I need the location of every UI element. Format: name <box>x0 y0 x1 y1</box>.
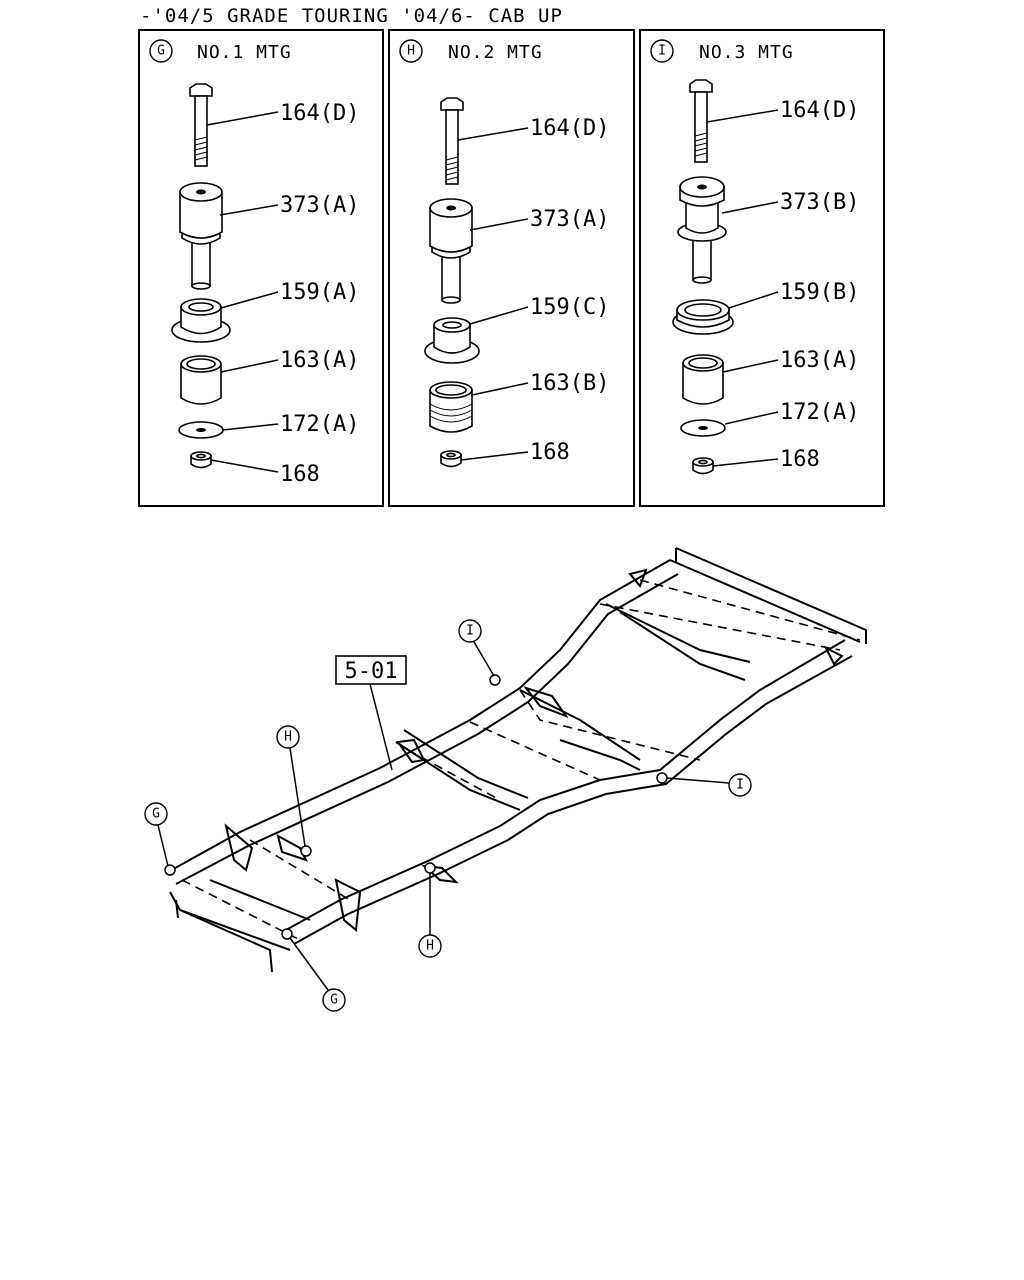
svg-text:G: G <box>157 44 165 59</box>
panel-no2-mtg: H NO.2 MTG 164(D) 373(A) 159(C) <box>388 29 635 507</box>
svg-text:H: H <box>426 939 434 954</box>
upper-cushion-icon <box>179 182 223 290</box>
washer-icon <box>680 419 726 437</box>
svg-text:H: H <box>407 44 415 59</box>
bolt-icon <box>189 83 213 167</box>
svg-text:5-01: 5-01 <box>345 659 398 684</box>
nut-icon <box>692 457 714 475</box>
part-label: 164(D) <box>530 116 609 141</box>
nut-icon <box>190 451 212 469</box>
lower-cushion-icon <box>171 298 231 343</box>
part-label: 172(A) <box>280 412 359 437</box>
callout-h-icon: H <box>418 934 442 958</box>
panel-title: NO.3 MTG <box>699 42 794 63</box>
bolt-icon <box>689 79 713 163</box>
lower-cushion-icon <box>424 317 480 364</box>
washer-icon <box>178 421 224 439</box>
reference-box[interactable]: 5-01 <box>335 655 407 685</box>
panel-no3-mtg: I NO.3 MTG 164(D) 373(B) 159(B) <box>639 29 885 507</box>
svg-text:I: I <box>658 44 666 59</box>
part-label: 159(C) <box>530 295 609 320</box>
bolt-icon <box>440 97 464 185</box>
svg-text:G: G <box>152 807 160 822</box>
part-label: 164(D) <box>280 101 359 126</box>
callout-g-icon: G <box>144 802 168 826</box>
ribbed-spacer-icon <box>429 381 473 433</box>
callout-h-icon: H <box>276 725 300 749</box>
svg-text:H: H <box>284 730 292 745</box>
part-label: 172(A) <box>780 400 859 425</box>
callout-i-icon: I <box>728 773 752 797</box>
svg-text:G: G <box>330 993 338 1008</box>
part-label: 163(A) <box>280 348 359 373</box>
part-label: 168 <box>530 440 570 465</box>
upper-cushion-wide-icon <box>677 176 727 284</box>
part-label: 373(A) <box>280 193 359 218</box>
part-label: 168 <box>780 447 820 472</box>
panel-title: NO.2 MTG <box>448 42 543 63</box>
part-label: 159(A) <box>280 280 359 305</box>
part-label: 164(D) <box>780 98 859 123</box>
part-label: 168 <box>280 462 320 487</box>
circle-g-icon: G <box>149 39 173 63</box>
circle-h-icon: H <box>399 39 423 63</box>
upper-cushion-icon <box>429 198 473 304</box>
nut-icon <box>440 450 462 468</box>
diagram-title: -'04/5 GRADE TOURING '04/6- CAB UP <box>140 5 563 27</box>
spacer-icon <box>682 354 724 405</box>
part-label: 373(B) <box>780 190 859 215</box>
callout-i-icon: I <box>458 619 482 643</box>
svg-text:I: I <box>736 778 744 793</box>
part-label: 159(B) <box>780 280 859 305</box>
part-label: 373(A) <box>530 207 609 232</box>
part-label: 163(B) <box>530 371 609 396</box>
panel-no1-mtg: G NO.1 MTG 164(D) 373(A) <box>138 29 384 507</box>
callout-g-icon: G <box>322 988 346 1012</box>
circle-i-icon: I <box>650 39 674 63</box>
chassis-frame-illustration <box>164 547 867 973</box>
spacer-icon <box>180 355 222 405</box>
panel-title: NO.1 MTG <box>197 42 292 63</box>
lower-cushion-icon <box>672 299 734 335</box>
svg-text:I: I <box>466 624 474 639</box>
part-label: 163(A) <box>780 348 859 373</box>
